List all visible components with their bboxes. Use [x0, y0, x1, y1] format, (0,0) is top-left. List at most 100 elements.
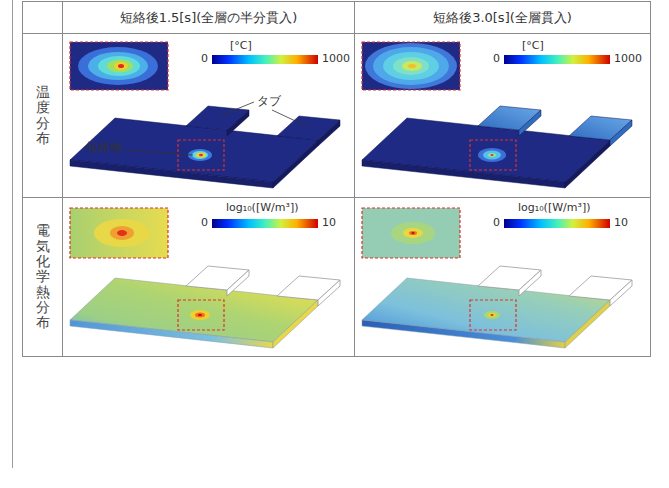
heat-cell-1 [70, 266, 340, 348]
temperature-cell-2-part [362, 118, 610, 182]
zoom-inset-part [117, 230, 127, 236]
temperature-cell-2-part [569, 116, 632, 140]
temperature-cell-2-part [362, 160, 565, 188]
zoom-inset-part [118, 64, 124, 68]
zoom-inset-part [409, 231, 417, 235]
row-header: 温度分布 [23, 34, 62, 197]
scale-min: 0 [201, 217, 208, 230]
heat-spot-part [488, 313, 496, 317]
temperature-cell-2-part [610, 120, 632, 146]
temperature-cell-1-part [277, 116, 340, 140]
column-header: 短絡後1.5[s](全層の半分貫入) [63, 2, 354, 33]
scale-min: 0 [493, 217, 500, 230]
zoom-box [178, 140, 224, 170]
temperature-cell-1-part [70, 160, 273, 188]
table-grid-part [22, 356, 650, 357]
temperature-cell-1 [70, 106, 340, 188]
heat-cell-1-part [186, 266, 249, 290]
zoom-inset-part [408, 64, 416, 68]
column-header-text: 短絡後1.5[s](全層の半分貫入) [120, 9, 298, 27]
zoom-inset-part [94, 219, 150, 247]
heat-cell-1-part [70, 278, 318, 342]
zoom-inset-part [365, 43, 457, 89]
temperature-cell-1-part [318, 120, 340, 146]
table-grid-part [650, 1, 651, 357]
zoom-inset [362, 42, 460, 90]
scale-max: 10 [614, 217, 628, 230]
heat-cell-2-part [519, 270, 541, 296]
zoom-inset-part [88, 52, 148, 80]
heat-cell-1-part [70, 320, 273, 348]
heat-spot-part [190, 310, 210, 320]
color-bar [212, 219, 318, 228]
hot-spot-part [196, 153, 206, 158]
table-grid-part [22, 1, 650, 2]
temperature-cell-2-part [478, 106, 541, 130]
heat-cell-2-part [610, 280, 632, 306]
heat-cell-2-part [362, 320, 565, 348]
zoom-inset-part [362, 42, 460, 90]
zoom-inset [362, 208, 460, 258]
hot-spot [478, 148, 506, 162]
temperature-cell-2-part [565, 140, 610, 188]
unit-label: [°C] [230, 40, 252, 53]
zoom-inset-part [402, 61, 422, 71]
row-header: 電気化学熱分布 [23, 198, 62, 356]
heat-spot-part [484, 311, 500, 319]
zoom-inset-part [110, 226, 134, 240]
zoom-box [470, 140, 516, 170]
part-label: タブ [257, 95, 281, 109]
heat-cell-1-part [227, 270, 249, 296]
zoom-box [178, 300, 224, 330]
leader-line [126, 102, 306, 155]
table-grid [13, 0, 651, 468]
scale-min: 0 [201, 53, 208, 66]
zoom-inset-part [70, 42, 168, 90]
temperature-cell-1-part [273, 140, 318, 188]
hot-spot-part [199, 154, 203, 156]
column-header: 短絡後3.0[s](全層貫入) [355, 2, 650, 33]
zoom-box [470, 300, 516, 330]
zoom-inset-part [362, 208, 460, 258]
leader-line-part [126, 150, 193, 155]
heat-cell-2-part [478, 266, 541, 290]
heat-spot [190, 310, 210, 320]
row-header-text: 温度分布 [36, 85, 50, 147]
table-grid-part [22, 33, 650, 34]
heat-cell-2 [362, 266, 632, 348]
heat-spot-part [491, 314, 494, 316]
hot-spot-part [483, 151, 501, 160]
zoom-inset-part [383, 52, 439, 80]
zoom-inset-part [373, 47, 449, 85]
table-grid-part [354, 1, 355, 357]
zoom-inset-part [70, 208, 168, 258]
heat-cell-1-part [273, 300, 318, 348]
unit-label: [°C] [522, 40, 544, 53]
table-grid-part [62, 1, 63, 357]
heat-cell-2-part [565, 300, 610, 348]
heat-cell-2-part [569, 276, 632, 300]
zoom-inset [70, 42, 168, 90]
temperature-cell-2-part [519, 110, 541, 136]
temperature-cell-1-part [227, 110, 249, 136]
temperature-cell-1-part [70, 118, 318, 182]
unit-label: log₁₀([W/m³]) [518, 202, 590, 215]
table-grid-part [12, 0, 13, 468]
color-bar [212, 55, 318, 64]
hot-spot-part [488, 153, 496, 157]
leader-line-part [272, 110, 306, 126]
zoom-inset-part [362, 208, 460, 258]
part-label: 短絡物 [86, 141, 122, 155]
heat-cell-2-part [362, 278, 610, 342]
table-grid-part [22, 1, 23, 357]
zoom-inset-part [107, 60, 133, 73]
scale-max: 10 [322, 217, 336, 230]
zoom-inset-part [70, 42, 168, 90]
temperature-cell-2 [362, 106, 632, 188]
heat-cell-1-part [277, 276, 340, 300]
zoom-inset-part [393, 57, 429, 75]
heat-spot-part [198, 314, 202, 316]
heat-cell-1-part [318, 280, 340, 306]
zoom-inset-part [362, 42, 460, 90]
column-header-text: 短絡後3.0[s](全層貫入) [433, 9, 572, 27]
